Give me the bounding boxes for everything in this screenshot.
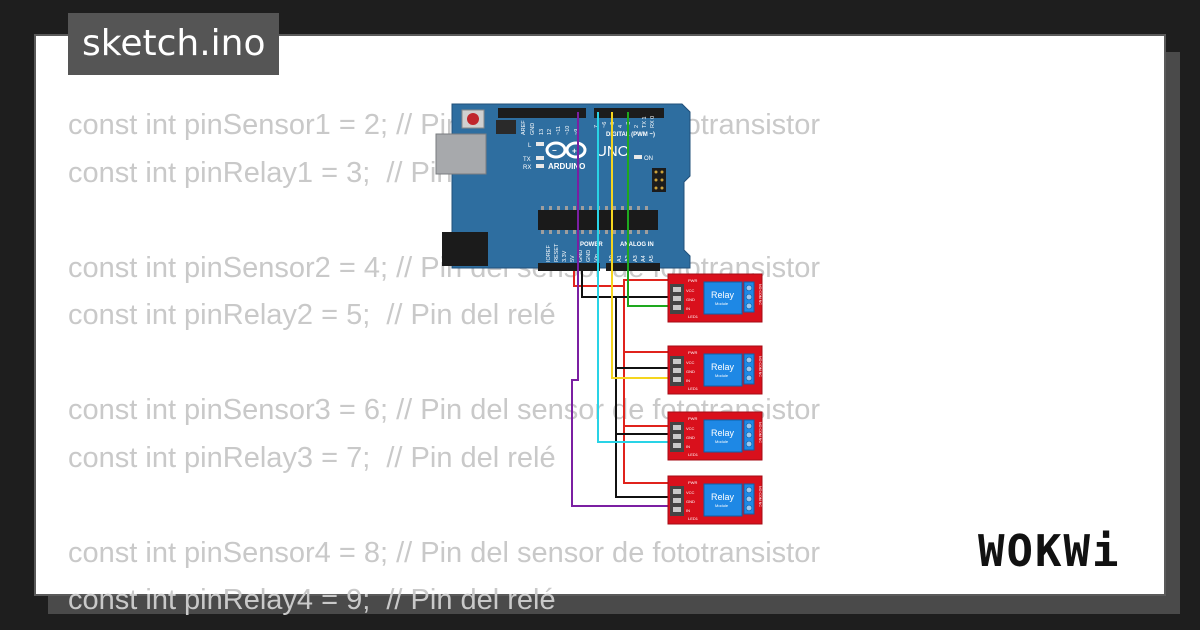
led-rx-label: RX [523,165,531,171]
digital-header-left [498,108,586,118]
reset-button[interactable] [467,113,479,125]
usb-port [435,133,487,175]
relay-terminal-label: NO COM NC [758,422,762,443]
relay-pin-label: VCC [686,490,695,495]
relay-terminal-label: NO COM NC [758,356,762,377]
relay-box [703,419,743,453]
svg-text:GND: GND [586,250,592,262]
relay-sublabel: Module [715,373,729,378]
svg-text:~11: ~11 [556,126,562,135]
svg-text:RX 0: RX 0 [650,116,656,128]
svg-text:IOREF: IOREF [546,245,552,262]
led-on [634,155,642,159]
relay-label: Relay [711,492,735,502]
svg-text:−: − [552,146,557,155]
relay-sublabel: Module [715,439,729,444]
led-tx-label: TX [523,157,531,163]
board-brand: ARDUINO [548,162,585,171]
relay-led-label: LED1 [688,516,699,521]
digital-header-label: DIGITAL (PWM ~) [606,132,655,138]
code-listing: const int pinSensor1 = 2; // Pin del sen… [68,102,820,625]
relay-pin-label: VCC [686,360,695,365]
relay-led-label: LED1 [688,314,699,319]
relay-box [703,483,743,517]
relay-pin-label: IN [686,306,690,311]
code-line: const int pinRelay2 = 5; // Pin del relé [68,299,556,331]
relay-pin-label: GND [686,369,695,374]
relay-box [703,281,743,315]
relay-terminal-label: NO COM NC [758,284,762,305]
relay-pin-label: VCC [686,288,695,293]
led-tx [536,156,544,160]
svg-text:3.3V: 3.3V [562,250,568,262]
led-l-label: L [528,143,532,149]
arduino-uno-board[interactable]: AREF GND 13 12 ~11 ~10 ~9 7 ~6 ~5 4 ~3 2… [435,103,691,271]
relay-label: Relay [711,362,735,372]
svg-text:4: 4 [618,125,624,128]
relay-label: Relay [711,428,735,438]
relay-pwr-label: PWR [688,480,697,485]
relay-pin-label: IN [686,444,690,449]
svg-text:2: 2 [634,125,640,128]
power-jack [442,232,488,266]
svg-text:~10: ~10 [565,126,571,135]
relay-pin-label: GND [686,499,695,504]
code-line: const int pinRelay3 = 7; // Pin del relé [68,441,556,474]
svg-text:13: 13 [539,129,545,135]
relay-pin-label: VCC [686,426,695,431]
svg-text:~6: ~6 [602,122,608,128]
relay-pin-label: GND [686,435,695,440]
svg-text:RESET: RESET [554,243,560,262]
svg-text:12: 12 [547,129,553,135]
relay-led-label: LED1 [688,452,699,457]
svg-text:GND: GND [530,123,536,135]
svg-text:AREF: AREF [521,120,527,135]
svg-text:GND: GND [578,250,584,262]
svg-text:TX 1: TX 1 [642,116,648,128]
wires [571,112,670,507]
power-header [538,263,600,271]
relay-sublabel: Module [715,503,729,508]
code-line: const int pinRelay4 = 9; // Pin del relé [68,584,556,616]
code-line: const int pinSensor3 = 6; // Pin del sen… [68,394,821,426]
svg-text:5V: 5V [570,255,576,262]
svg-text:A4: A4 [641,255,647,262]
svg-text:A1: A1 [617,255,623,262]
relay-led-label: LED1 [688,386,699,391]
led-rx [536,164,544,168]
led-l [536,142,544,146]
wokwi-logo-text: WOKWi [978,526,1120,577]
code-line: const int pinSensor4 = 8; // Pin del sen… [68,536,821,569]
led-on-label: ON [644,156,653,162]
wokwi-logo[interactable]: WOKWi [978,526,1150,578]
analog-header-label: ANALOG IN [620,242,654,248]
relay-terminal-label: NO COM NC [758,486,762,507]
svg-text:A5: A5 [649,255,655,262]
analog-header [606,263,660,271]
icsp-header [652,168,666,192]
relay-pwr-label: PWR [688,350,697,355]
relay-label: Relay [711,290,735,300]
sketch-title[interactable]: sketch.ino [68,13,280,75]
relay-pwr-label: PWR [688,278,697,283]
svg-text:+: + [572,147,577,156]
relay-pin-label: IN [686,378,690,383]
svg-text:A3: A3 [633,255,639,262]
arduino-logo-icon: − + [545,141,587,159]
relay-pin-label: IN [686,508,690,513]
power-header-label: POWER [580,242,603,248]
relay-pin-label: GND [686,297,695,302]
relay-sublabel: Module [715,301,729,306]
relay-box [703,353,743,387]
relay-pwr-label: PWR [688,416,697,421]
